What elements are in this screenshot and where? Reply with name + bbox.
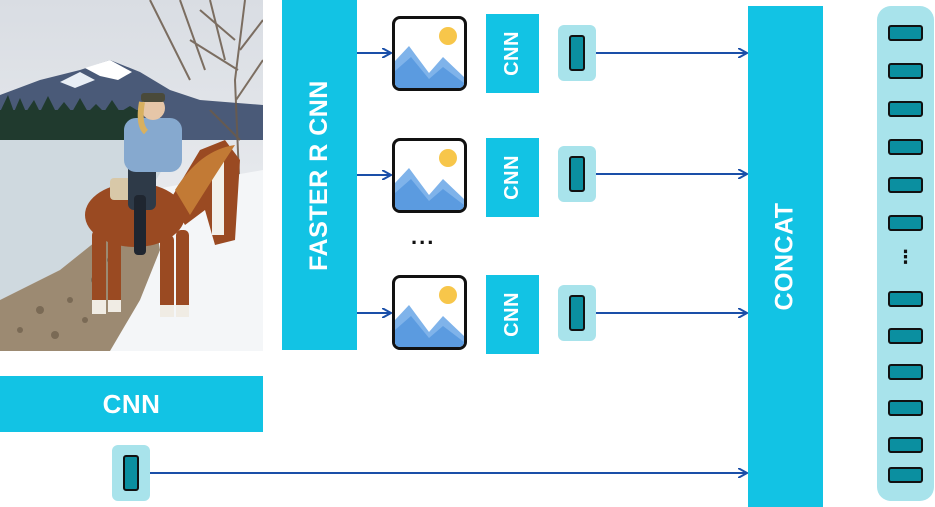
output-segment xyxy=(888,177,923,193)
input-photo xyxy=(0,0,263,351)
output-segment xyxy=(888,25,923,41)
region-cnn-label: CNN xyxy=(501,292,523,337)
output-segment xyxy=(888,437,923,453)
output-ellipsis: ⋮ xyxy=(896,247,915,267)
concat-block: CONCAT xyxy=(748,6,823,507)
region-cnn-block-1: CNN xyxy=(486,14,539,93)
feature-bar xyxy=(569,35,585,71)
region-ellipsis: ... xyxy=(411,224,436,249)
region-cnn-block-2: CNN xyxy=(486,138,539,217)
output-segment xyxy=(888,63,923,79)
feature-bar xyxy=(569,295,585,331)
output-segment xyxy=(888,328,923,344)
output-segment xyxy=(888,101,923,117)
region-cnn-label: CNN xyxy=(501,31,523,76)
faster-rcnn-label: FASTER R CNN xyxy=(305,79,334,271)
region-feature-vector-1 xyxy=(558,25,596,81)
feature-bar xyxy=(569,156,585,192)
output-segment xyxy=(888,364,923,380)
faster-rcnn-block: FASTER R CNN xyxy=(282,0,357,350)
output-segment xyxy=(888,139,923,155)
output-vector: ⋮ xyxy=(877,6,934,501)
global-cnn-label: CNN xyxy=(102,388,161,419)
concat-label: CONCAT xyxy=(771,202,800,311)
global-feature-vector xyxy=(112,445,150,501)
region-thumbnail-3 xyxy=(392,275,467,350)
output-segment xyxy=(888,467,923,483)
region-thumbnail-2 xyxy=(392,138,467,213)
region-cnn-label: CNN xyxy=(501,155,523,200)
output-segment xyxy=(888,215,923,231)
image-placeholder-icon xyxy=(395,286,464,347)
region-feature-vector-2 xyxy=(558,146,596,202)
output-segment xyxy=(888,400,923,416)
region-feature-vector-3 xyxy=(558,285,596,341)
image-placeholder-icon xyxy=(395,27,464,88)
region-thumbnail-1 xyxy=(392,16,467,91)
output-segment xyxy=(888,291,923,307)
region-cnn-block-3: CNN xyxy=(486,275,539,354)
image-placeholder-icon xyxy=(395,149,464,210)
global-cnn-block: CNN xyxy=(0,376,263,432)
feature-bar xyxy=(123,455,139,491)
